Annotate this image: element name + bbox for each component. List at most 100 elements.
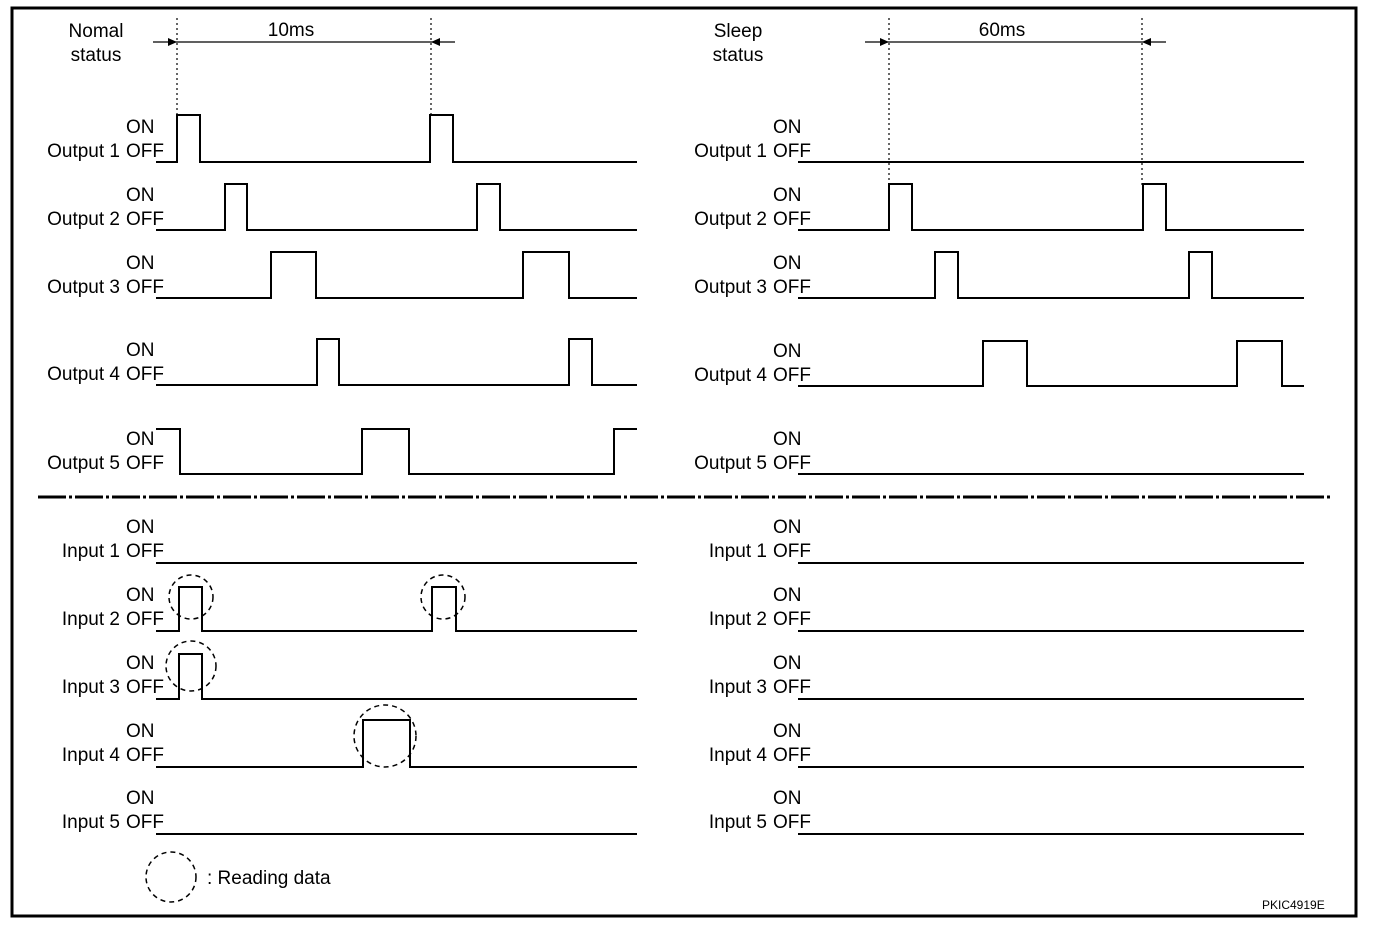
output-waveform — [156, 183, 637, 231]
off-label: OFF — [773, 277, 811, 298]
output-waveform — [798, 251, 1304, 299]
legend: : Reading data — [145, 851, 331, 903]
output-waveform — [798, 183, 1304, 231]
off-label: OFF — [126, 453, 164, 474]
output-signal-row: ON OFF Output 2 — [694, 183, 1304, 231]
on-label: ON — [126, 253, 155, 274]
off-label: OFF — [126, 745, 164, 766]
output-name: Output 4 — [694, 365, 767, 386]
period-arrow-left — [880, 38, 889, 46]
input-name: Input 1 — [62, 541, 120, 562]
off-label: OFF — [126, 541, 164, 562]
on-label: ON — [126, 653, 155, 674]
period-arrow-right — [1142, 38, 1151, 46]
output-name: Output 5 — [694, 453, 767, 474]
on-label: ON — [773, 653, 802, 674]
on-label: ON — [126, 185, 155, 206]
output-signal-row: ON OFF Output 5 — [694, 429, 1304, 475]
output-name: Output 5 — [47, 453, 120, 474]
input-name: Input 3 — [62, 677, 120, 698]
period-arrow-right — [431, 38, 440, 46]
on-label: ON — [126, 788, 155, 809]
input-signal-row: ON OFF Input 1 — [62, 517, 637, 564]
input-waveform — [156, 586, 637, 632]
off-label: OFF — [773, 609, 811, 630]
input-name: Input 5 — [709, 812, 767, 833]
on-label: ON — [126, 517, 155, 538]
input-name: Input 2 — [709, 609, 767, 630]
normal-status-title: Nomal — [69, 21, 124, 42]
input-name: Input 3 — [709, 677, 767, 698]
output-name: Output 2 — [694, 209, 767, 230]
off-label: OFF — [126, 609, 164, 630]
input-name: Input 1 — [709, 541, 767, 562]
output-signal-row: ON OFF Output 3 — [694, 251, 1304, 299]
input-signal-row: ON OFF Input 5 — [62, 788, 637, 835]
off-label: OFF — [773, 745, 811, 766]
sleep-status-title: Sleep — [714, 21, 763, 42]
output-name: Output 2 — [47, 209, 120, 230]
on-label: ON — [773, 253, 802, 274]
output-name: Output 3 — [47, 277, 120, 298]
input-name: Input 5 — [62, 812, 120, 833]
output-signal-row: ON OFF Output 5 — [47, 428, 637, 475]
off-label: OFF — [773, 677, 811, 698]
off-label: OFF — [773, 141, 811, 162]
off-label: OFF — [126, 364, 164, 385]
output-name: Output 3 — [694, 277, 767, 298]
period-arrow-left — [168, 38, 177, 46]
on-label: ON — [773, 185, 802, 206]
on-label: ON — [773, 517, 802, 538]
on-label: ON — [773, 788, 802, 809]
output-waveform — [798, 340, 1304, 387]
on-label: ON — [773, 117, 802, 138]
output-signal-row: ON OFF Output 1 — [47, 114, 637, 163]
input-name: Input 2 — [62, 609, 120, 630]
reading-data-marker — [420, 574, 466, 620]
output-signal-row: ON OFF Output 1 — [694, 117, 1304, 163]
off-label: OFF — [126, 141, 164, 162]
period-label: 60ms — [979, 20, 1025, 41]
input-signal-row: ON OFF Input 2 — [709, 585, 1304, 632]
output-name: Output 1 — [694, 141, 767, 162]
on-label: ON — [126, 585, 155, 606]
input-name: Input 4 — [62, 745, 121, 766]
output-waveform — [156, 114, 637, 163]
input-signal-row: ON OFF Input 3 — [62, 640, 637, 700]
reading-data-marker — [353, 704, 417, 768]
off-label: OFF — [126, 677, 164, 698]
period-label: 10ms — [268, 20, 314, 41]
reading-data-marker — [168, 574, 214, 620]
legend-label: : Reading data — [207, 868, 331, 889]
output-waveform — [156, 251, 637, 299]
on-label: ON — [773, 341, 802, 362]
on-label: ON — [126, 117, 155, 138]
off-label: OFF — [126, 812, 164, 833]
input-waveform — [156, 719, 637, 768]
on-label: ON — [773, 429, 802, 450]
on-label: ON — [126, 721, 155, 742]
on-label: ON — [773, 585, 802, 606]
output-waveform — [156, 338, 637, 386]
output-name: Output 1 — [47, 141, 120, 162]
figure-code: PKIC4919E — [1262, 898, 1325, 912]
normal-status-title: status — [71, 45, 122, 66]
off-label: OFF — [773, 453, 811, 474]
off-label: OFF — [773, 209, 811, 230]
output-waveform — [156, 428, 637, 475]
off-label: OFF — [773, 541, 811, 562]
input-name: Input 4 — [709, 745, 768, 766]
on-label: ON — [126, 429, 155, 450]
off-label: OFF — [126, 277, 164, 298]
input-signal-row: ON OFF Input 3 — [709, 653, 1304, 700]
diagram-frame — [10, 6, 1358, 918]
on-label: ON — [126, 340, 155, 361]
